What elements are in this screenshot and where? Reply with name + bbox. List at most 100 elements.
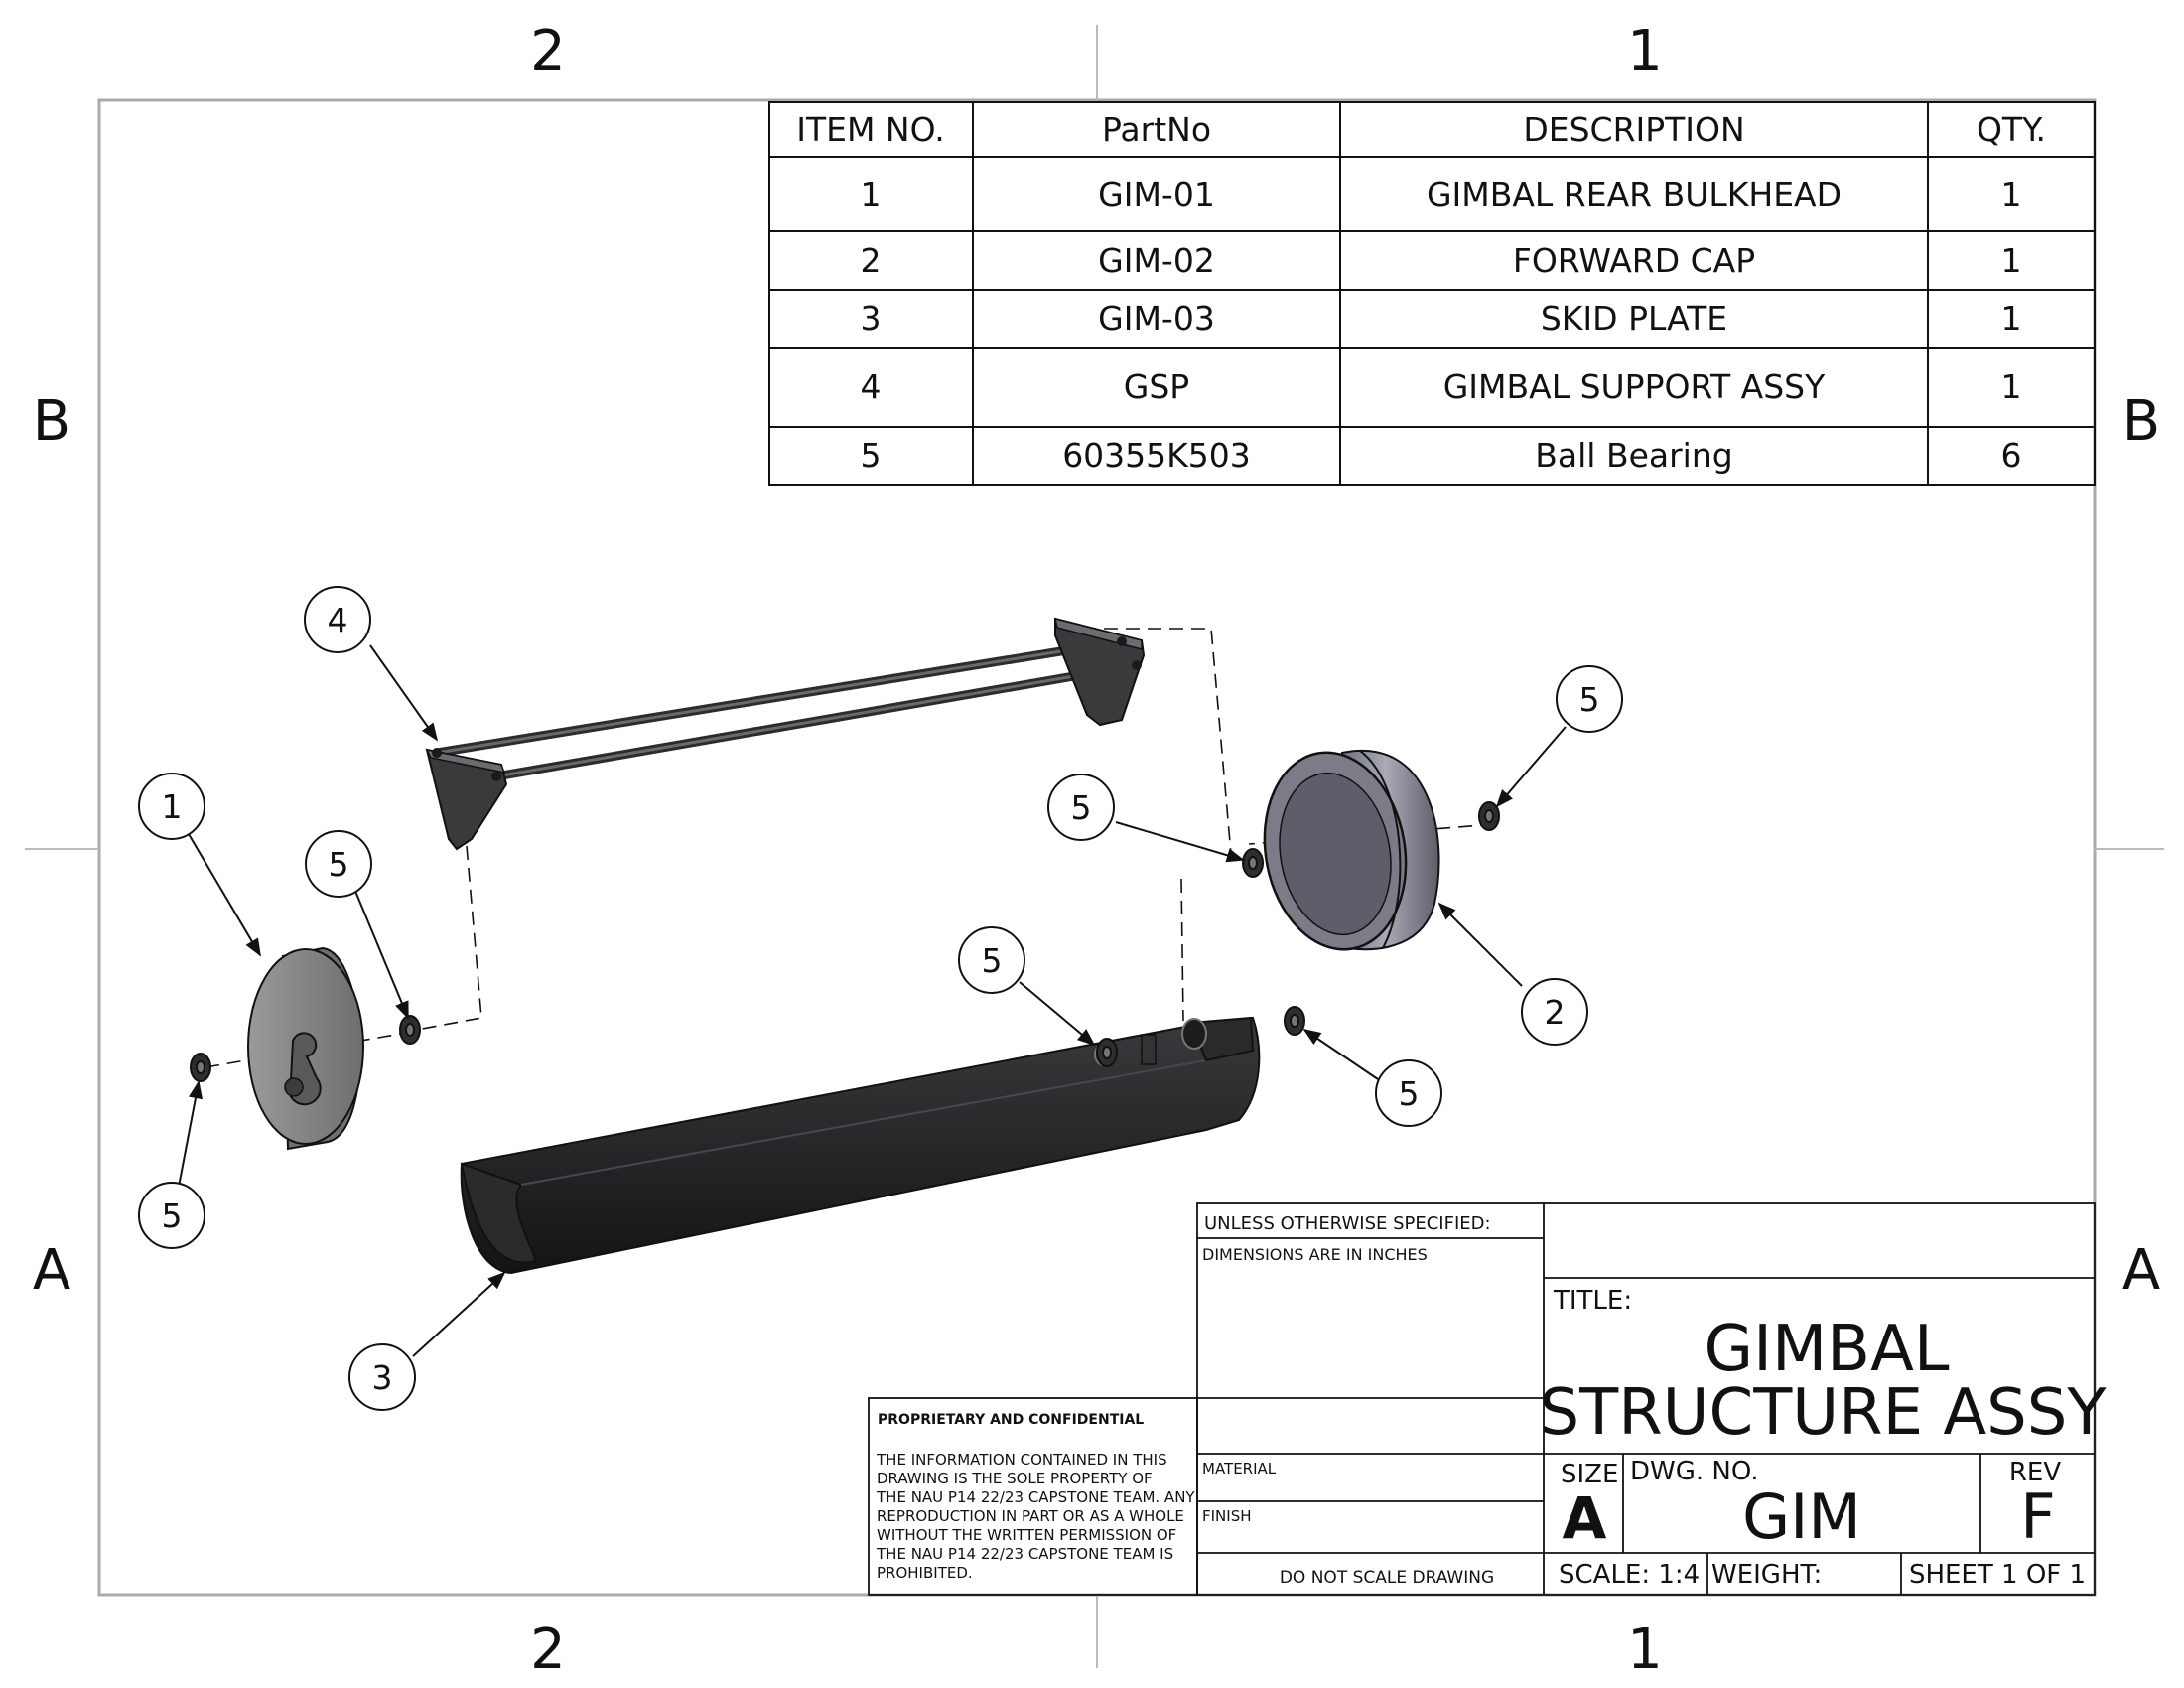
bom-cell-qty: 6 [2001,436,2022,475]
dwg-no-label: DWG. NO. [1630,1457,1759,1486]
zone-col-bottom-2: 2 [530,1618,566,1682]
zone-row-right-b: B [2122,389,2160,454]
bom-header-qty: QTY. [1977,110,2046,149]
bom-cell-desc: SKID PLATE [1541,299,1727,338]
balloon-label: 5 [1399,1074,1420,1113]
proprietary-line: WITHOUT THE WRITTEN PERMISSION OF [877,1526,1176,1544]
bom-rows: 1 GIM-01 GIMBAL REAR BULKHEAD 1 2 GIM-02… [861,175,2022,475]
balloon-item-5: 5 [1375,1059,1442,1127]
proprietary-line: DRAWING IS THE SOLE PROPERTY OF [877,1470,1153,1487]
proprietary-title: PROPRIETARY AND CONFIDENTIAL [878,1412,1144,1428]
bearing [1096,1038,1118,1067]
bom-cell-item: 5 [861,436,882,475]
bom-cell-desc: Ball Bearing [1535,436,1732,475]
bom-cell-qty: 1 [2001,367,2022,406]
zone-col-top-2: 2 [530,19,566,83]
title-line-2: STRUCTURE ASSY [1539,1376,2107,1450]
dwg-no-value: GIM [1742,1480,1861,1553]
bom-cell-qty: 1 [2001,175,2022,213]
bom-cell-desc: GIMBAL REAR BULKHEAD [1427,175,1842,213]
balloon-item-5: 5 [958,926,1025,994]
bom-headers: ITEM NO. PartNo DESCRIPTION QTY. [796,110,2046,149]
weight-label: WEIGHT: [1711,1560,1822,1590]
bom-cell-item: 4 [861,367,882,406]
zone-row-left-b: B [33,389,70,454]
zone-labels: 2 1 2 1 B A B A [33,19,2160,1682]
bom-cell-desc: FORWARD CAP [1513,241,1755,280]
balloon-label: 1 [162,787,183,826]
proprietary-line: THE NAU P14 22/23 CAPSTONE TEAM. ANY [876,1488,1195,1506]
bom-cell-part: GIM-03 [1098,299,1215,338]
bom-cell-item: 1 [861,175,882,213]
part-rear-bulkhead [247,946,364,1151]
title-line-1: GIMBAL [1704,1313,1949,1386]
material-label: MATERIAL [1202,1460,1277,1477]
bom-header-part: PartNo [1102,110,1211,149]
balloon-item-5: 5 [1047,774,1115,841]
balloon-label: 4 [328,601,348,639]
unless-specified: UNLESS OTHERWISE SPECIFIED: [1204,1213,1491,1234]
zone-row-left-a: A [33,1238,70,1303]
title-block [868,1202,2096,1596]
balloon-item-5: 5 [138,1182,205,1249]
bearings [190,801,1500,1082]
proprietary-line: THE INFORMATION CONTAINED IN THIS [876,1451,1167,1469]
bearing [1478,801,1500,831]
bom-cell-desc: GIMBAL SUPPORT ASSY [1443,367,1826,406]
bom-header-desc: DESCRIPTION [1523,110,1744,149]
balloon-label: 3 [372,1358,393,1397]
balloon-label: 5 [1071,788,1092,827]
bom-cell-part: GSP [1124,367,1189,406]
table-row: 4 GSP GIMBAL SUPPORT ASSY 1 [861,367,2022,406]
bom-cell-qty: 1 [2001,299,2022,338]
bom-cell-item: 3 [861,299,882,338]
do-not-scale: DO NOT SCALE DRAWING [1280,1568,1494,1588]
size-label: SIZE [1561,1460,1618,1489]
finish-label: FINISH [1202,1507,1252,1525]
balloon-label: 5 [329,845,349,884]
balloons: 4 1 5 5 5 5 2 5 [138,586,1623,1411]
balloon-item-3: 3 [348,1343,416,1411]
balloon-label: 5 [162,1196,183,1235]
table-row: 3 GIM-03 SKID PLATE 1 [861,299,2022,338]
bearing [1242,848,1264,878]
scale-label: SCALE: 1:4 [1559,1560,1700,1590]
proprietary-line: PROHIBITED. [877,1564,973,1582]
bom-cell-qty: 1 [2001,241,2022,280]
rev-label: REV [2009,1458,2061,1487]
dimensions-note: DIMENSIONS ARE IN INCHES [1202,1245,1428,1264]
balloon-item-4: 4 [304,586,371,653]
balloon-item-1: 1 [138,773,205,840]
balloon-item-5: 5 [1556,665,1623,733]
zone-col-top-1: 1 [1627,19,1663,83]
bom-cell-part: GIM-02 [1098,241,1215,280]
bom-cell-item: 2 [861,241,882,280]
zone-row-right-a: A [2122,1238,2160,1303]
bom-cell-part: GIM-01 [1098,175,1215,213]
bearing [399,1015,421,1045]
balloon-label: 5 [1579,680,1600,719]
bearing [1284,1006,1305,1036]
bom-header-item: ITEM NO. [796,110,945,149]
leader-lines [178,644,1567,1357]
balloon-label: 5 [982,941,1003,980]
proprietary-line: REPRODUCTION IN PART OR AS A WHOLE [877,1507,1184,1525]
sheet-label: SHEET 1 OF 1 [1909,1560,2086,1590]
bom-table [768,101,2096,486]
balloon-item-2: 2 [1521,978,1588,1046]
table-row: 2 GIM-02 FORWARD CAP 1 [861,241,2022,280]
part-forward-cap [1263,750,1440,951]
table-row: 5 60355K503 Ball Bearing 6 [861,436,2022,475]
zone-col-bottom-1: 1 [1627,1618,1663,1682]
part-gimbal-support [425,617,1146,851]
table-row: 1 GIM-01 GIMBAL REAR BULKHEAD 1 [861,175,2022,213]
bearing [190,1053,211,1082]
rev-value: F [2020,1480,2056,1553]
balloon-label: 2 [1545,993,1566,1032]
title-label: TITLE: [1553,1286,1632,1316]
balloon-item-5: 5 [305,830,372,898]
part-skid-plate [460,1016,1261,1275]
title-block-text: UNLESS OTHERWISE SPECIFIED: DIMENSIONS A… [876,1213,2107,1590]
bom-cell-part: 60355K503 [1062,436,1251,475]
